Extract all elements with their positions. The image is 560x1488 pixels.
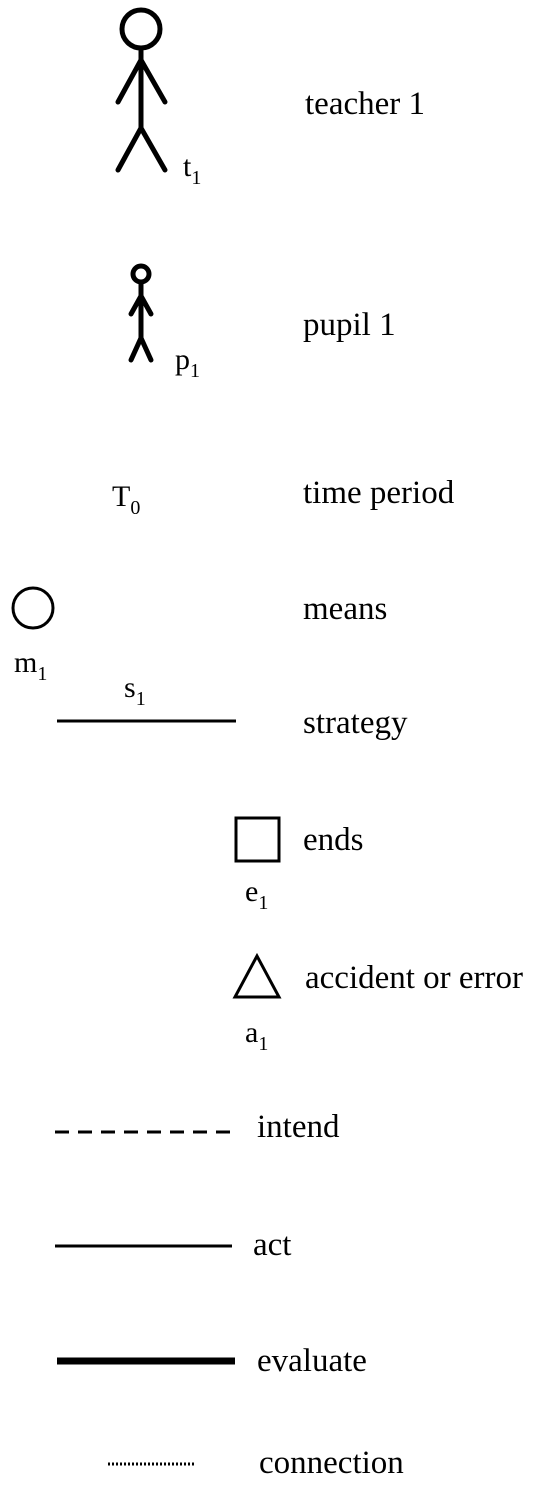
accident-triangle-icon: [232, 952, 282, 999]
teacher-icon: [115, 7, 168, 173]
description-evaluate: evaluate: [257, 1343, 367, 1379]
description-means: means: [303, 591, 388, 627]
description-act: act: [253, 1227, 292, 1263]
description-time-period: time period: [303, 475, 455, 511]
description-intend: intend: [257, 1109, 340, 1145]
description-pupil: pupil 1: [303, 307, 396, 343]
ends-symbol-label: e1: [245, 875, 269, 914]
teacher-symbol-label: t1: [183, 150, 202, 189]
accident-symbol-label: a1: [245, 1016, 269, 1055]
description-strategy: strategy: [303, 705, 408, 741]
pupil-symbol-label: p1: [175, 343, 200, 382]
description-accident: accident or error: [305, 960, 524, 996]
means-circle-icon: [11, 586, 55, 630]
means-symbol-label: m1: [14, 646, 48, 685]
pupil-icon: [128, 263, 154, 363]
description-teacher: teacher 1: [305, 86, 425, 122]
time-period-symbol: T0: [112, 480, 141, 519]
ends-square-icon: [234, 816, 281, 863]
strategy-symbol-label: s1: [124, 671, 146, 710]
description-ends: ends: [303, 822, 364, 858]
description-connection: connection: [259, 1445, 404, 1481]
